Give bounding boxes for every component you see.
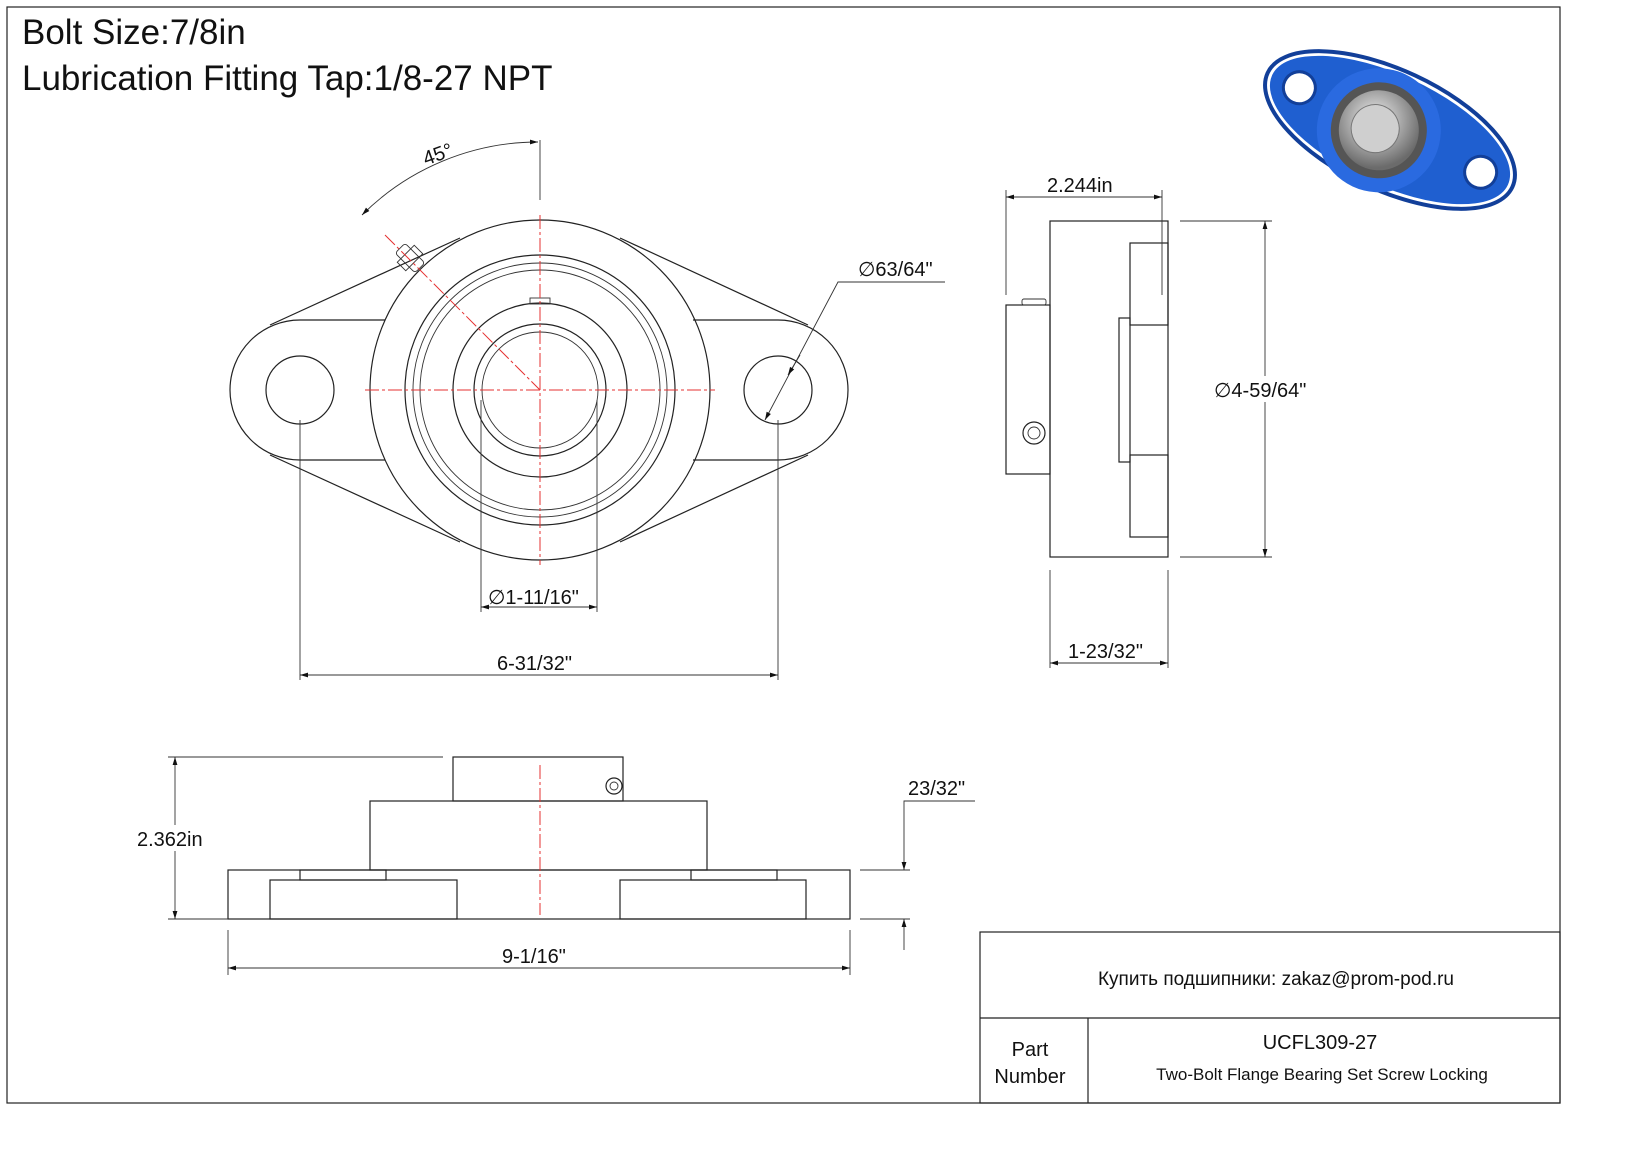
flange-thickness-label: 23/32" <box>908 778 965 800</box>
contact-text: Купить подшипники: zakaz@prom-pod.ru <box>1098 969 1454 990</box>
side-view: 2.244in ∅4-59/64" 1-23/32" <box>1005 175 1322 668</box>
part-label: Part <box>1012 1039 1049 1061</box>
sheet-border <box>6 6 1561 1104</box>
part-description: Two-Bolt Flange Bearing Set Screw Lockin… <box>1156 1065 1488 1084</box>
height-dimension-label: 2.362in <box>137 829 203 851</box>
title-block: Купить подшипники: zakaz@prom-pod.ru Par… <box>979 931 1561 1104</box>
bolt-spacing-label: 6-31/32" <box>497 653 572 675</box>
side-thickness-label: 1-23/32" <box>1068 641 1143 663</box>
bolt-hole-right <box>743 355 813 425</box>
bolt-hole-diameter-label: ∅63/64" <box>858 259 933 281</box>
part-number: UCFL309-27 <box>1263 1032 1378 1054</box>
housing-diameter-label: ∅4-59/64" <box>1214 380 1306 402</box>
bolt-hole-left <box>265 355 335 425</box>
front-view: 2.362in 23/32" 9-1/16" <box>135 756 975 975</box>
top-view: 45° ∅63/64" ∅1-11/16" 6-31/32" <box>229 139 945 680</box>
lubrication-label: Lubrication Fitting Tap:1/8-27 NPT <box>22 59 552 98</box>
overall-length-label: 9-1/16" <box>502 946 566 968</box>
bore-diameter-label: ∅1-11/16" <box>488 587 579 609</box>
angle-dimension: 45° <box>420 139 456 170</box>
bearing-3d-render <box>1263 49 1517 211</box>
width-dimension-label: 2.244in <box>1047 175 1113 197</box>
number-label: Number <box>994 1066 1065 1088</box>
bolt-size-label: Bolt Size:7/8in <box>22 13 246 52</box>
